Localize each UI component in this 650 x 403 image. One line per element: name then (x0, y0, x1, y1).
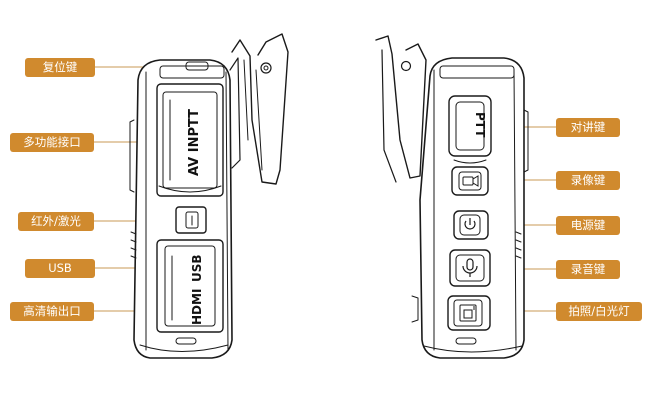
label-power-key: 电源键 (556, 216, 620, 235)
photo-light-icon (459, 304, 477, 322)
label-photo-light-key: 拍照/白光灯 (556, 302, 642, 321)
ptt-text: PTT (473, 112, 487, 138)
power-icon (464, 218, 476, 230)
label-infrared-laser: 红外/激光 (18, 212, 94, 231)
leader-lines-left (94, 66, 205, 312)
microphone-icon (462, 258, 478, 277)
device-right (375, 35, 529, 359)
leader-lines-right (485, 126, 556, 312)
port-usb-text: USB (190, 254, 204, 282)
label-record-video-key: 录像键 (556, 171, 620, 190)
label-usb: USB (25, 259, 95, 278)
label-ptt-key: 对讲键 (556, 118, 620, 137)
label-reset-key: 复位键 (25, 58, 95, 77)
belt-clip-icon (229, 33, 289, 185)
port-hdmi-text: HDMI (190, 289, 204, 325)
device-left (129, 33, 289, 359)
camera-icon (462, 175, 479, 187)
label-record-audio-key: 录音键 (556, 260, 620, 279)
port-av-inptt-text: AV INPTT (187, 109, 202, 176)
label-multifunction-port: 多功能接口 (10, 133, 94, 152)
belt-clip-right-icon (375, 35, 427, 323)
label-hdmi-output: 高清输出口 (10, 302, 94, 321)
